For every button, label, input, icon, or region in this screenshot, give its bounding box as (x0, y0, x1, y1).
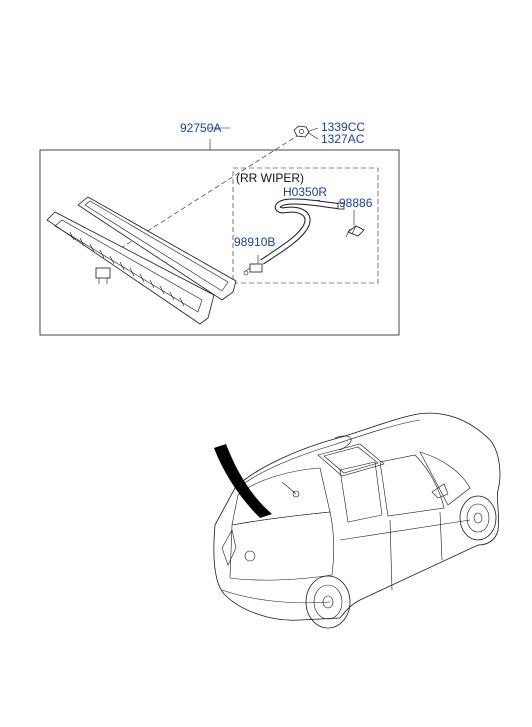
label-h0350r: H0350R (283, 185, 327, 199)
lamp-cover (77, 196, 237, 301)
label-92750a: 92750A (180, 121, 221, 135)
car-illustration (213, 412, 501, 629)
connector-part (243, 263, 263, 276)
label-rr-wiper: (RR WIPER) (236, 171, 304, 185)
nozzle-part (345, 225, 365, 238)
car-front-wheel (459, 495, 497, 541)
car-side-window-front (379, 454, 445, 517)
label-98886: 98886 (339, 196, 373, 210)
car-sunroof (317, 443, 385, 477)
car-bumper (221, 589, 331, 604)
label-1327ac: 1327AC (321, 132, 365, 146)
car-body (213, 412, 501, 621)
car-emblem (244, 550, 256, 562)
car-rear-wheel (305, 575, 351, 629)
car-roof-rail (334, 435, 352, 451)
nut-part (293, 125, 310, 138)
lamp-body (46, 211, 215, 325)
car-tailgate (229, 511, 335, 581)
car-mirror (431, 483, 449, 499)
leader-nut-2 (306, 131, 319, 140)
hose-part (260, 198, 345, 265)
callout-pointer (214, 444, 272, 518)
rr-wiper-subframe (232, 167, 379, 284)
label-1339cc: 1339CC (321, 120, 365, 134)
lamp-segments (69, 231, 185, 307)
lamp-connector (95, 267, 111, 279)
label-98910b: 98910B (234, 235, 275, 249)
detail-frame (39, 149, 400, 336)
car-tail-light (221, 529, 237, 566)
car-roof (237, 419, 421, 489)
detail-diagram: 92750A 1339CC 1327AC (RR WIPER) H0350R 9… (39, 120, 400, 336)
car-side-window-rear (339, 461, 383, 523)
